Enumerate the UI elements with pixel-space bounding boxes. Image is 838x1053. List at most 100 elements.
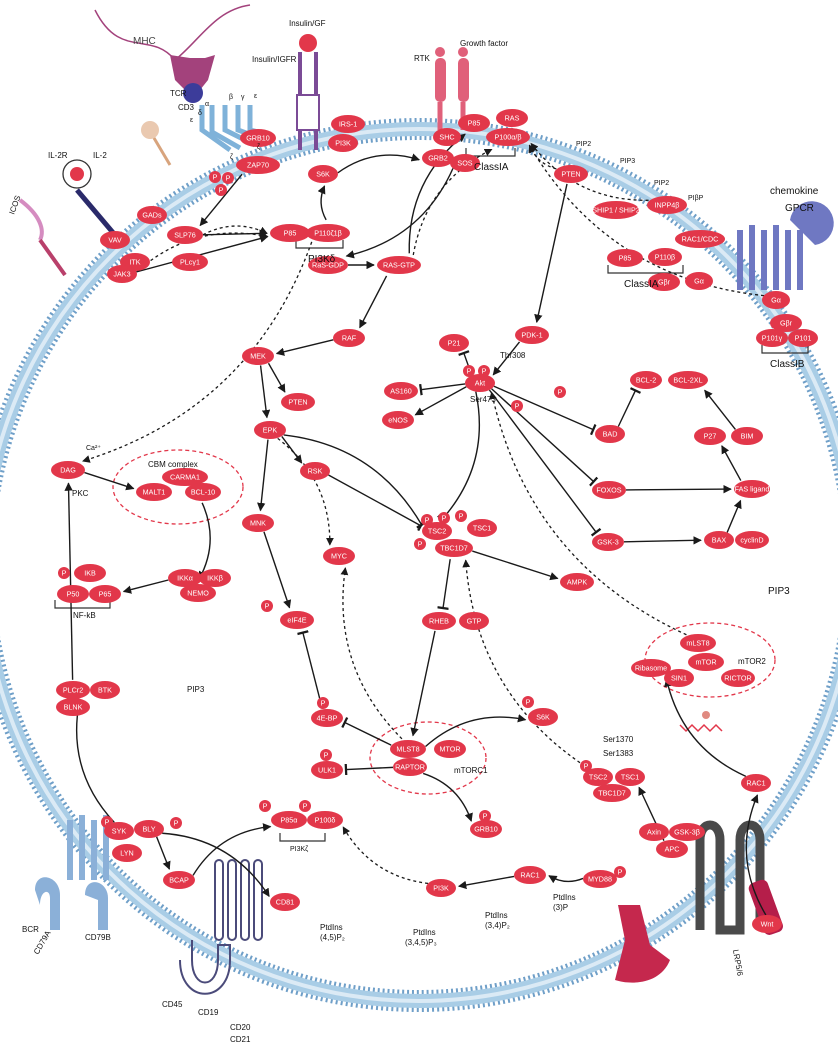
- node-raf: RAF: [333, 329, 365, 347]
- node-fas: FAS ligand: [734, 480, 770, 498]
- node-raptor-label: RAPTOR: [395, 763, 425, 772]
- node-plcy2: PLCr2: [56, 681, 90, 699]
- node-ras_gtp: RAS-GTP: [377, 256, 421, 274]
- node-tbc1d7_b-label: TBC1D7: [598, 789, 626, 798]
- node-pi3k_top: PI3K: [328, 134, 358, 152]
- phospho-p-marker: P: [421, 514, 433, 526]
- node-gtp-label: GTP: [467, 617, 482, 626]
- node-myd88-label: MYD88: [588, 875, 612, 884]
- node-fas-label: FAS ligand: [735, 485, 770, 494]
- node-rac1_cdc: RAC1/CDC: [675, 230, 725, 248]
- node-syk: SYK: [104, 822, 134, 840]
- node-shc: SHC: [433, 128, 461, 146]
- dashed-edge-p110d-to-dag: [82, 241, 313, 463]
- node-malt1: MALT1: [136, 483, 172, 501]
- node-ikkb: IKKβ: [199, 569, 231, 587]
- edge-fas-to-p27: [721, 445, 742, 481]
- node-pdk1: PDK-1: [515, 326, 549, 344]
- node-ebp4-label: 4E-BP: [317, 714, 338, 723]
- node-p110ab-label: P100α/β: [494, 133, 521, 142]
- node-tbc1d7: TBC1D7: [435, 539, 473, 557]
- node-malt1-label: MALT1: [143, 488, 166, 497]
- node-rictor-label: RICTOR: [724, 674, 751, 683]
- node-s6k_top-label: S6K: [316, 170, 330, 179]
- node-lyn-label: LYN: [120, 849, 133, 858]
- node-bcap: BCAP: [163, 871, 195, 889]
- node-sos: SOS: [450, 154, 480, 172]
- dashed-edge-slp76-to-p85_pi3kd: [202, 225, 268, 236]
- node-p50-label: P50: [67, 590, 80, 599]
- node-btk-label: BTK: [98, 686, 112, 695]
- node-mlst8_2-label: mLST8: [686, 639, 709, 648]
- node-jak3: JAK3: [107, 265, 137, 283]
- node-tsc2_b: TSC2: [583, 768, 613, 786]
- node-wnt-label: Wnt: [761, 920, 774, 929]
- node-mtor_1-label: MTOR: [439, 745, 460, 754]
- node-tsc1_b-label: TSC1: [621, 773, 639, 782]
- cd3-zeta-label: ζ: [230, 154, 233, 161]
- node-eif4e: eIF4E: [280, 611, 314, 629]
- node-gbr_right: Gβr: [648, 273, 680, 291]
- node-bax: BAX: [704, 531, 734, 549]
- edge-erk-to-rsk: [281, 436, 303, 464]
- il2-label: IL-2: [93, 151, 107, 160]
- node-p85a-label: P85α: [281, 816, 298, 825]
- dashed-edge-erk-to-myc: [277, 437, 334, 546]
- phospho-p-label: P: [105, 818, 110, 827]
- node-ga_right: Gα: [685, 272, 713, 290]
- tcr-label: TCR: [170, 89, 187, 98]
- pkc-label: PKC: [72, 489, 89, 498]
- node-blnk: BLNK: [56, 698, 90, 716]
- ptdins45-label-b: (4,5)P₂: [320, 933, 345, 942]
- node-axin: Axin: [639, 823, 669, 841]
- edge-bax-to-fas: [726, 499, 742, 533]
- node-tsc2: TSC2: [422, 522, 452, 540]
- phospho-p-label: P: [265, 602, 270, 611]
- node-wnt: Wnt: [752, 915, 782, 933]
- phospho-p-label: P: [324, 751, 329, 760]
- node-raptor: RAPTOR: [393, 758, 427, 776]
- node-grb2-label: GRB2: [428, 154, 448, 163]
- node-cyclind: cyclinD: [735, 531, 769, 549]
- edge-rsk-to-tsc2: [328, 474, 425, 532]
- node-pten_mid-label: PTEN: [288, 398, 307, 407]
- node-p101y: P101γ: [756, 329, 788, 347]
- node-p110delta-label: P100δ: [315, 816, 336, 825]
- ser1383-label: Ser1383: [603, 749, 634, 758]
- node-grb10_top-label: GRB10: [246, 134, 270, 143]
- node-cyclind-label: cyclinD: [740, 536, 763, 545]
- cell-membrane: [0, 118, 838, 1012]
- ptdins345-label-b: (3,4,5)P₃: [405, 938, 437, 947]
- node-enos: eNOS: [382, 411, 414, 429]
- node-p110d: P110ζ1β: [306, 224, 350, 242]
- node-sin1-label: SIN1: [671, 674, 687, 683]
- cd45-label: CD45: [162, 1000, 183, 1009]
- node-p110b: P110β: [648, 248, 682, 266]
- cd3-delta-label: δ: [198, 110, 202, 117]
- node-bad: BAD: [595, 425, 625, 443]
- node-gbr_gpcr-label: Gβr: [780, 319, 793, 328]
- phospho-p-label: P: [219, 186, 224, 195]
- icos-receptor: [18, 198, 67, 277]
- phospho-p-marker: P: [259, 800, 271, 812]
- node-foxos: FOXOS: [592, 481, 626, 499]
- node-p85_right: P85: [607, 249, 643, 267]
- node-gsk3b-label: GSK-3β: [674, 828, 700, 837]
- il2r-label: IL-2R: [48, 151, 68, 160]
- edge-pdk1-to-akt: [492, 341, 521, 376]
- phospho-p-label: P: [618, 868, 623, 877]
- phospho-p-marker: P: [614, 866, 626, 878]
- phospho-p-label: P: [558, 388, 563, 397]
- node-rsk-label: RSK: [308, 467, 323, 476]
- brackets: [54, 148, 809, 842]
- node-ulk1-label: ULK1: [318, 766, 336, 775]
- dashed-edge-tsc2_b-to-tbc1d7: [462, 559, 591, 770]
- edge-mek-to-erk: [259, 365, 271, 419]
- lck-lollipop: [141, 121, 172, 166]
- edge-sos-to-ras_gdp: [345, 168, 454, 259]
- node-inpp4b-label: INPP4β: [655, 201, 680, 210]
- node-p101-label: P101: [795, 334, 812, 343]
- pip3-top-label: PIP3: [620, 158, 635, 165]
- node-rheb: RHEB: [422, 612, 456, 630]
- il2r-receptor: [62, 159, 117, 237]
